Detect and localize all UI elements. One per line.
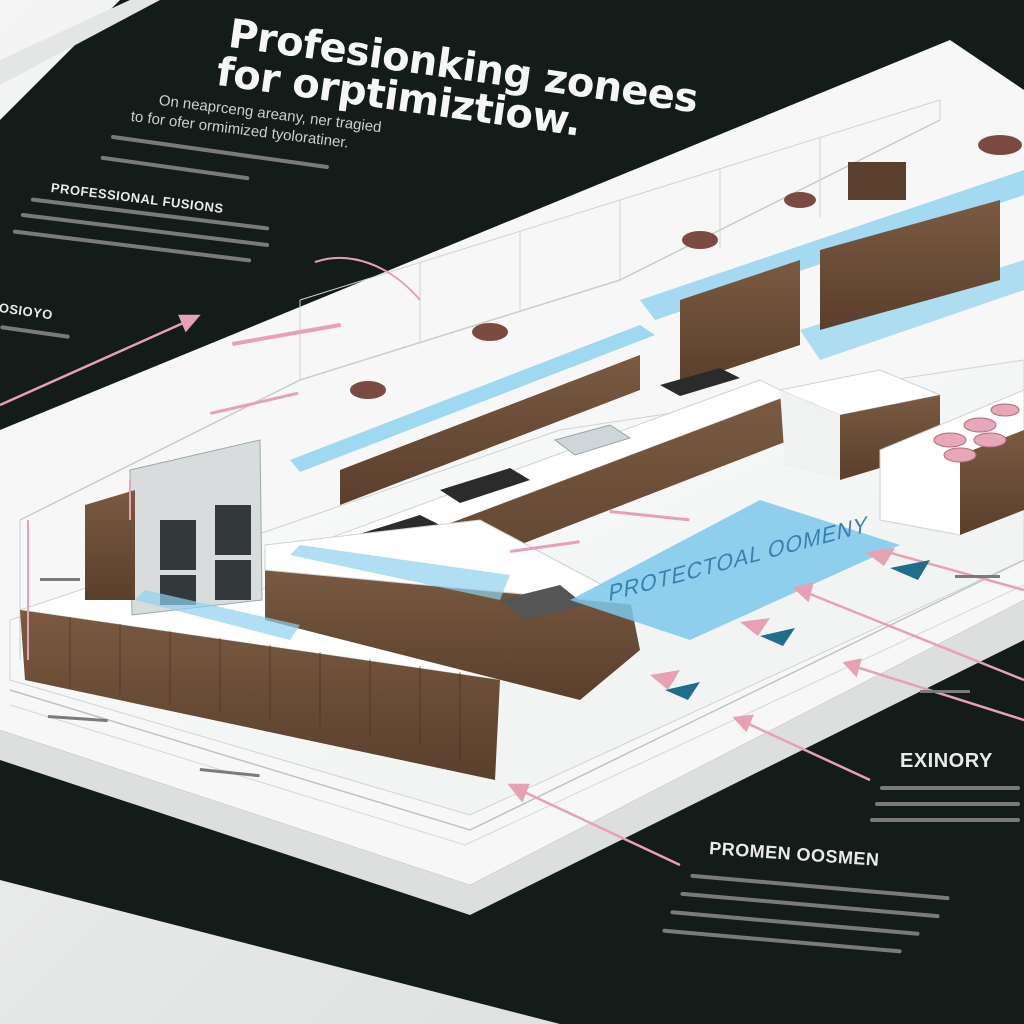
text-placeholder-line: [870, 818, 1020, 822]
floor-zone: [570, 500, 900, 640]
text-placeholder-line: [880, 786, 1020, 790]
text-placeholder-line: [875, 802, 1020, 806]
right-panel-heading-1: EXINORY: [900, 750, 993, 772]
